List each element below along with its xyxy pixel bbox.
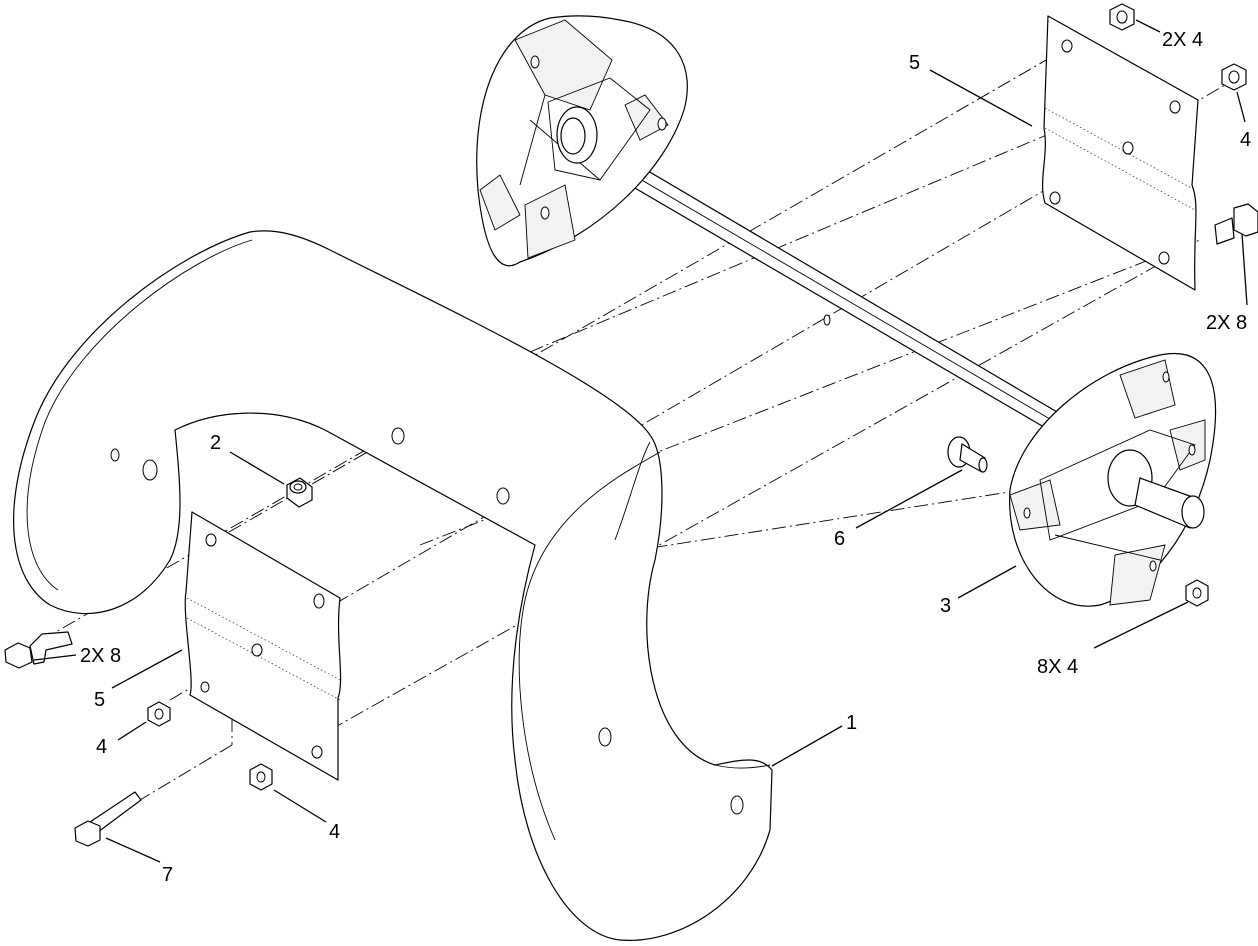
callout-2: 2 xyxy=(210,432,221,454)
nut-bottom xyxy=(249,763,273,791)
bolt-left-short xyxy=(4,631,73,669)
callout-8x4-hub-nut: 8X 4 xyxy=(1037,656,1078,678)
impeller-hub-upper xyxy=(476,15,688,267)
callout-3: 3 xyxy=(940,595,951,617)
shaft-hole xyxy=(823,314,831,326)
bolt-right-short xyxy=(1214,203,1258,245)
nut-top-1 xyxy=(1109,3,1135,31)
callout-4-right-nut: 4 xyxy=(1240,129,1251,151)
nut-left xyxy=(147,701,171,727)
callout-7: 7 xyxy=(162,864,173,886)
spacer xyxy=(286,477,313,508)
leader-lines xyxy=(33,19,1248,863)
callout-labels: 1 2 3 4 4 4 2X 4 5 5 6 7 8X 4 2X 8 2X 8 xyxy=(80,29,1251,886)
callout-2x8-left-bolt: 2X 8 xyxy=(80,645,121,667)
impeller-hub-lower xyxy=(1009,353,1217,607)
bolt-long xyxy=(74,791,142,847)
callout-2x4-top-nut: 2X 4 xyxy=(1162,29,1203,51)
mounting-plate-left xyxy=(184,511,342,781)
callout-4-left-nut: 4 xyxy=(96,736,107,758)
auger-shaft xyxy=(562,127,1126,469)
bushing-pin xyxy=(947,436,988,473)
callout-6: 6 xyxy=(834,528,845,550)
callout-1: 1 xyxy=(846,712,857,734)
nut-top-2 xyxy=(1221,63,1247,91)
auger-flighting xyxy=(13,230,773,941)
callout-5-left-plate: 5 xyxy=(94,689,105,711)
callout-5-right-plate: 5 xyxy=(909,52,920,74)
callout-2x8-right-bolt: 2X 8 xyxy=(1206,312,1247,334)
mounting-plate-right xyxy=(1042,15,1199,291)
nut-hub xyxy=(1185,579,1209,607)
callout-4-bottom-nut: 4 xyxy=(329,821,340,843)
